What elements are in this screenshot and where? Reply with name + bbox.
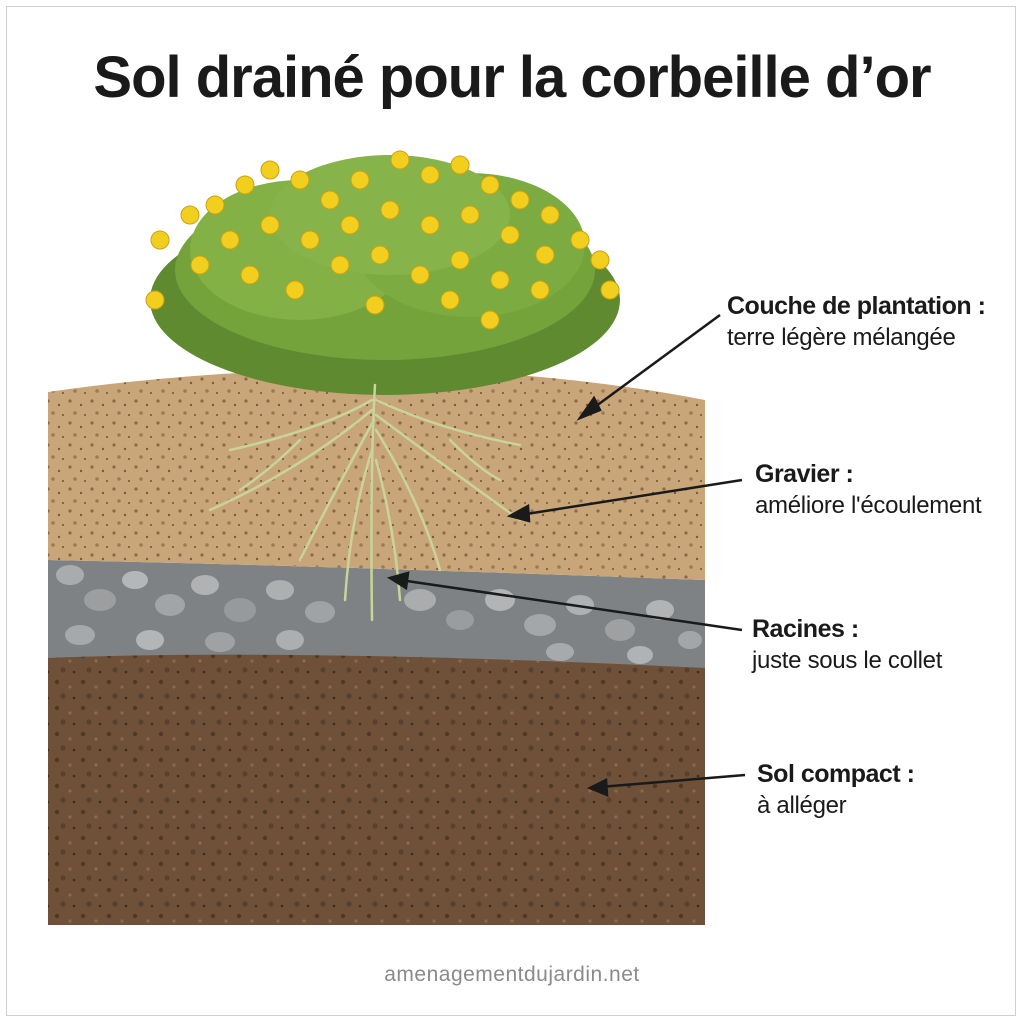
source-watermark: amenagementdujardin.net xyxy=(384,963,640,986)
compact-soil-layer xyxy=(48,646,705,925)
gravel-stones xyxy=(56,565,702,664)
label-gravier: Gravier : améliore l'écoulement xyxy=(755,458,982,522)
label-sol-compact-head: Sol compact : xyxy=(757,760,915,788)
arrow-sol-compact xyxy=(599,773,746,789)
arrow-racines xyxy=(399,578,743,632)
label-couche-plantation: Couche de plantation : terre légère méla… xyxy=(727,290,986,354)
plant-flowers xyxy=(145,150,620,330)
label-racines-desc: juste sous le collet xyxy=(752,647,943,674)
diagram-title: Sol drainé pour la corbeille d’or xyxy=(93,45,931,110)
arrow-couche xyxy=(587,313,721,414)
leader-arrows xyxy=(386,313,746,797)
label-couche-plantation-head: Couche de plantation : xyxy=(727,292,986,320)
label-gravier-desc: améliore l'écoulement xyxy=(755,492,982,519)
label-racines-head: Racines : xyxy=(752,615,859,643)
image-frame xyxy=(6,6,1016,1016)
label-sol-compact-desc: à alléger xyxy=(757,792,847,819)
plant-foliage xyxy=(150,155,620,395)
label-racines: Racines : juste sous le collet xyxy=(752,613,942,677)
planting-layer xyxy=(48,368,705,580)
arrow-gravier xyxy=(519,478,743,517)
label-gravier-head: Gravier : xyxy=(755,460,854,488)
label-sol-compact: Sol compact : à alléger xyxy=(757,758,915,822)
label-couche-plantation-desc: terre légère mélangée xyxy=(727,324,956,351)
